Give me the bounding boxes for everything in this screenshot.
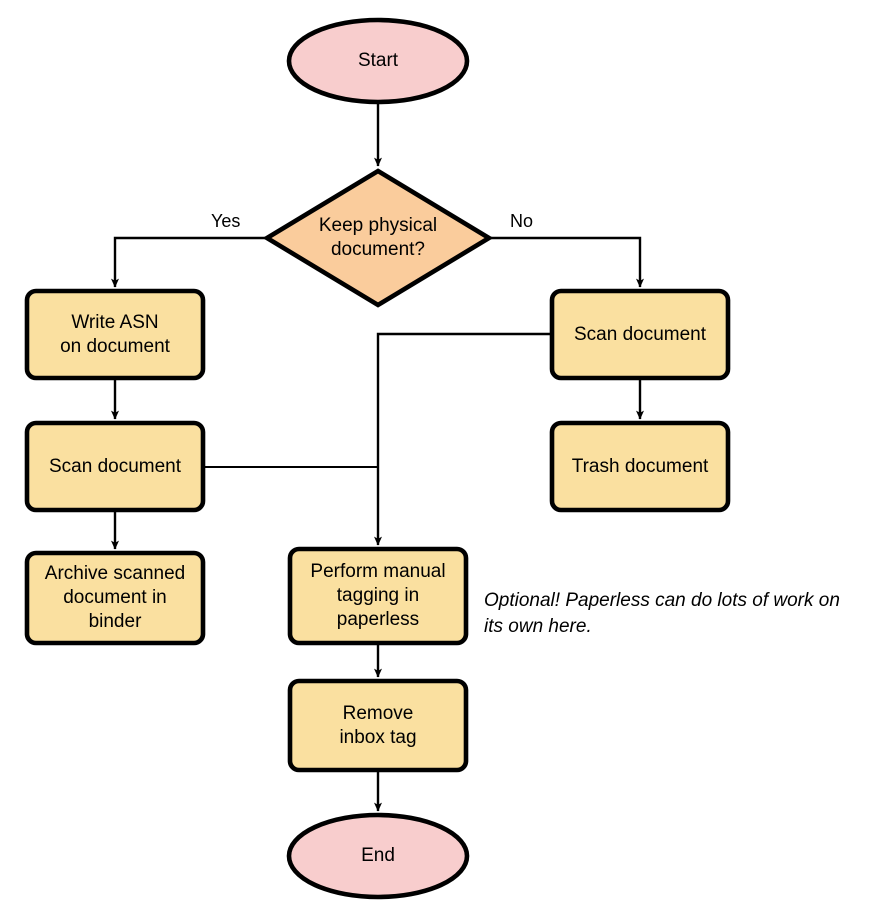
node-trash-document[interactable] xyxy=(549,420,731,513)
node-keep-physical-document[interactable] xyxy=(262,168,494,308)
node-remove-inbox-tag[interactable] xyxy=(287,678,469,773)
edge-label-no: No xyxy=(510,211,534,231)
node-write-asn-on-document[interactable] xyxy=(24,288,206,381)
edge-decision-no-to-scan-right xyxy=(491,236,644,288)
node-scan-document-left[interactable] xyxy=(24,420,206,513)
edge-label-yes: Yes xyxy=(211,211,241,231)
node-archive-scanned-document-in-binder[interactable] xyxy=(24,550,206,646)
node-scan-document-right[interactable] xyxy=(549,288,731,381)
optional-note-annotation: Optional! Paperless can do lots of work … xyxy=(484,590,840,637)
edge-decision-yes-to-write-asn xyxy=(111,236,265,288)
node-start[interactable] xyxy=(286,17,470,105)
node-perform-manual-tagging-in-paperless[interactable] xyxy=(287,546,469,646)
connectors xyxy=(111,103,644,812)
edge-scan-right-to-manual-tagging xyxy=(374,332,552,546)
node-end[interactable] xyxy=(286,812,470,900)
